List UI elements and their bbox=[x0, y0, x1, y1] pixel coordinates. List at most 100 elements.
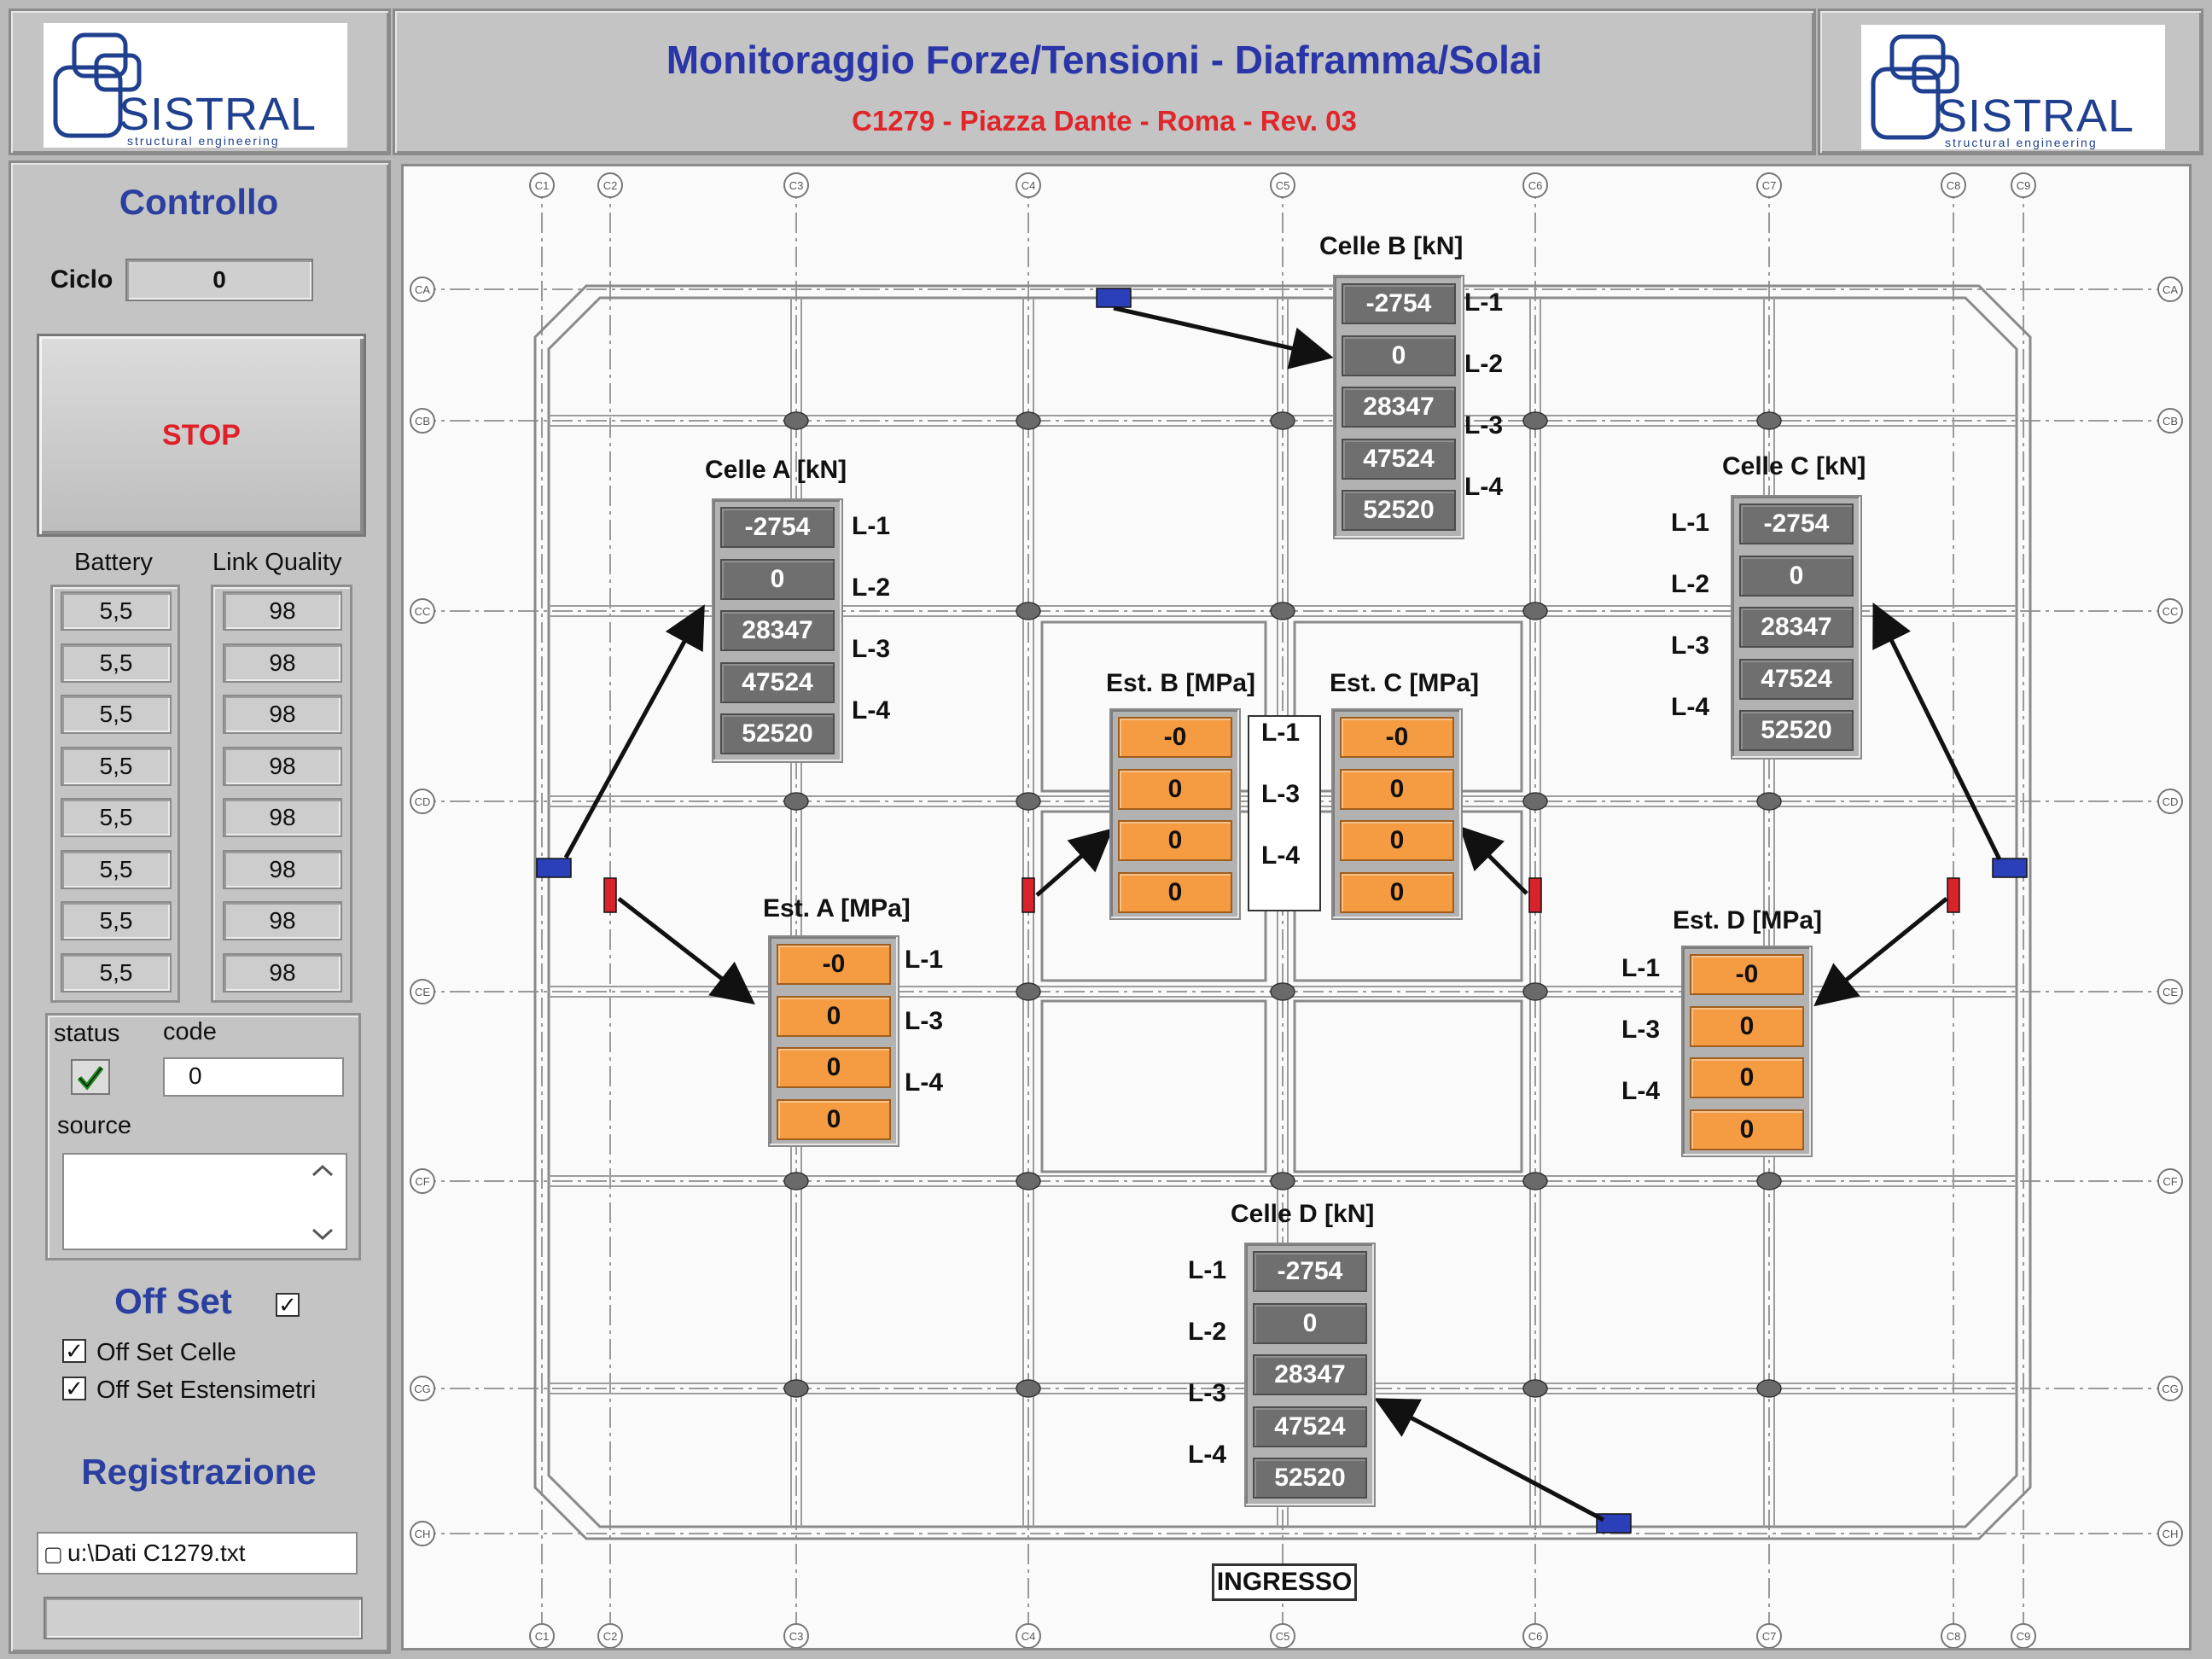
grid-row-bubble-left bbox=[410, 1376, 435, 1401]
grid-col-bubble-bottom bbox=[783, 1623, 809, 1648]
ciclo-indicator: 0 bbox=[125, 259, 313, 301]
logo-right: SISTRAL structural engineering bbox=[1861, 25, 2165, 149]
grid-col-label: C1 bbox=[535, 179, 550, 192]
column bbox=[1756, 792, 1782, 811]
grid-row-bubble-right bbox=[2157, 1376, 2183, 1401]
link-quality-value: 98 bbox=[223, 746, 342, 786]
grid-row-label: CA bbox=[415, 283, 430, 296]
grid-row-bubble-right bbox=[2157, 1168, 2183, 1194]
grid-row-bubble-left bbox=[410, 598, 435, 624]
stop-button[interactable]: STOP bbox=[37, 334, 366, 537]
ciclo-label: Ciclo bbox=[50, 265, 114, 294]
strain-gauge-sensor bbox=[603, 877, 617, 913]
est-c-title: Est. C [MPa] bbox=[1330, 669, 1480, 697]
link-quality-label: Link Quality bbox=[212, 549, 342, 576]
offset-est-checkbox[interactable]: ✓ bbox=[62, 1377, 86, 1400]
est-d-value: 0 bbox=[1690, 1005, 1804, 1047]
est-a-row-label: L-4 bbox=[905, 1068, 943, 1097]
grid-row-bubble-left bbox=[410, 1521, 435, 1546]
est-a-value: -0 bbox=[777, 944, 891, 985]
celle-d-row-label: L-4 bbox=[1188, 1441, 1226, 1469]
scroll-arrows-icon bbox=[311, 1164, 334, 1241]
battery-label: Battery bbox=[74, 549, 153, 576]
offset-checkbox[interactable]: ✓ bbox=[276, 1293, 300, 1317]
celle-c-row-label: L-2 bbox=[1671, 570, 1709, 598]
celle-a-value: 0 bbox=[720, 558, 835, 600]
grid-row-label: CE bbox=[415, 986, 430, 998]
grid-col-label: C7 bbox=[1762, 1630, 1777, 1643]
grid-row-bubble-right bbox=[2157, 1521, 2183, 1546]
grid-col-label: C7 bbox=[1762, 179, 1777, 192]
status-indicator bbox=[71, 1059, 110, 1095]
slab-opening bbox=[1293, 999, 1523, 1173]
celle-b-title: Celle B [kN] bbox=[1319, 232, 1464, 260]
celle-c-row-label: L-1 bbox=[1671, 509, 1709, 537]
est-d-value: -0 bbox=[1690, 954, 1804, 995]
battery-value: 5,5 bbox=[61, 643, 172, 683]
est-c-value: 0 bbox=[1340, 768, 1454, 810]
grid-row-bubble-left bbox=[410, 408, 435, 434]
est-d-value: 0 bbox=[1690, 1109, 1804, 1150]
celle-d-title: Celle D [kN] bbox=[1231, 1200, 1375, 1228]
source-scrollbar[interactable] bbox=[301, 1156, 344, 1247]
file-path-icon: ▢ bbox=[44, 1543, 63, 1566]
battery-value: 5,5 bbox=[61, 591, 172, 631]
link-quality-value: 98 bbox=[223, 849, 342, 889]
link-quality-value: 98 bbox=[223, 695, 342, 734]
column bbox=[1522, 1379, 1548, 1398]
grid-col-label: C4 bbox=[1022, 179, 1036, 192]
est-a-row-label: L-1 bbox=[905, 946, 943, 974]
grid-col-bubble-bottom bbox=[1270, 1623, 1295, 1648]
slab-opening bbox=[1040, 999, 1267, 1173]
est-d-row-label: L-4 bbox=[1621, 1077, 1660, 1105]
column bbox=[1016, 792, 1041, 811]
offset-celle-checkbox[interactable]: ✓ bbox=[62, 1339, 86, 1363]
grid-col-label: C5 bbox=[1276, 179, 1290, 192]
offset-celle-label: Off Set Celle bbox=[96, 1339, 236, 1366]
file-path-field[interactable]: u:\Dati C1279.txt bbox=[37, 1532, 358, 1575]
column bbox=[1522, 411, 1548, 430]
grid-row-label: CD bbox=[415, 795, 431, 808]
battery-column bbox=[50, 585, 180, 1003]
est-b-value: -0 bbox=[1118, 717, 1232, 758]
grid-col-bubble-bottom bbox=[597, 1623, 623, 1648]
logo-left-subtext: structural engineering bbox=[127, 134, 280, 148]
column bbox=[1756, 1172, 1782, 1190]
column bbox=[1016, 411, 1041, 430]
est-a-value: 0 bbox=[777, 995, 891, 1037]
grid-col-label: C9 bbox=[2017, 179, 2031, 192]
est-bc-row-label: L-4 bbox=[1261, 841, 1300, 870]
celle-d-value: 0 bbox=[1253, 1302, 1367, 1344]
sensor-arrow bbox=[1813, 897, 1948, 1007]
column bbox=[1270, 411, 1295, 430]
grid-col-bubble-top bbox=[1270, 172, 1295, 198]
column bbox=[783, 1379, 809, 1398]
grid-col-label: C9 bbox=[2017, 1630, 2031, 1643]
grid-row-label: CF bbox=[415, 1175, 429, 1188]
est-a-row-label: L-3 bbox=[905, 1007, 943, 1035]
celle-d-value: -2754 bbox=[1253, 1251, 1367, 1292]
grid-col-bubble-bottom bbox=[1016, 1623, 1041, 1648]
celle-a-row-label: L-3 bbox=[852, 635, 890, 663]
grid-row-bubble-right bbox=[2157, 789, 2183, 814]
grid-col-bubble-bottom bbox=[529, 1623, 555, 1648]
page-title: Monitoraggio Forze/Tensioni - Diaframma/… bbox=[666, 38, 1543, 82]
code-field[interactable]: 0 bbox=[163, 1057, 344, 1097]
grid-row-bubble-right bbox=[2157, 598, 2183, 624]
celle-c-value: 47524 bbox=[1739, 658, 1854, 700]
est-b-value: 0 bbox=[1118, 820, 1232, 861]
logo-left: SISTRAL structural engineering bbox=[44, 23, 347, 148]
est-bc-label-box bbox=[1248, 715, 1321, 911]
grid-row-label: CD bbox=[2163, 795, 2179, 808]
battery-value: 5,5 bbox=[61, 695, 172, 734]
column bbox=[783, 411, 809, 430]
column bbox=[1270, 982, 1295, 1001]
code-label: code bbox=[163, 1018, 217, 1045]
grid-row-bubble-left bbox=[410, 276, 435, 302]
source-field[interactable] bbox=[62, 1153, 347, 1250]
